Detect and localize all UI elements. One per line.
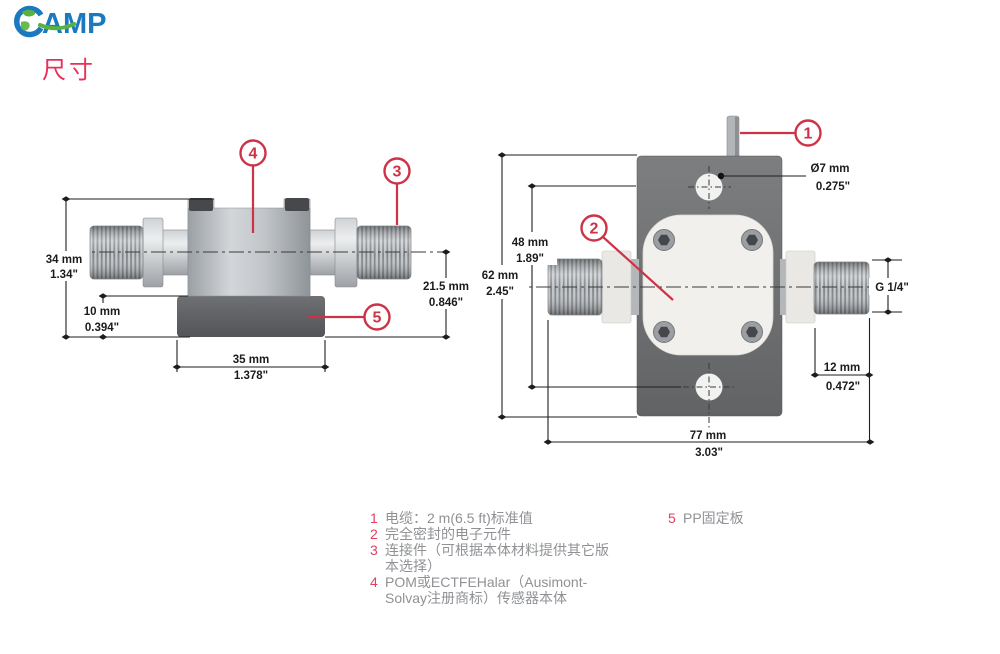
legend-item-number: 5 bbox=[668, 510, 676, 526]
legend-item-5: 5 PP固定板 bbox=[668, 510, 868, 526]
callout-3: 3 bbox=[383, 157, 411, 225]
dim-12mm: 12 mm 0.472" bbox=[810, 318, 874, 442]
sensor-body-front bbox=[642, 214, 774, 356]
legend-item-text: POM或ECTFEHalar（Ausimont-Solvay注册商标）传感器本体 bbox=[385, 574, 588, 606]
callout-number: 5 bbox=[373, 310, 382, 327]
dim-77mm: 77 mm 3.03" bbox=[543, 320, 875, 459]
dim-label-inch: 1.89" bbox=[516, 253, 544, 265]
dim-label-inch: 3.03" bbox=[695, 447, 723, 459]
logo-swoosh bbox=[38, 22, 76, 31]
callout-number: 3 bbox=[393, 164, 402, 181]
dim-label: 10 mm bbox=[84, 306, 120, 318]
legend-item-number: 4 bbox=[370, 574, 378, 590]
dim-label: 21.5 mm bbox=[423, 281, 469, 293]
fixing-plate-side bbox=[177, 296, 325, 337]
legend-item-text: 连接件（可根据本体材料提供其它版本选择） bbox=[385, 542, 609, 574]
dim-label: 77 mm bbox=[690, 430, 726, 442]
dim-label-inch: 1.378" bbox=[234, 370, 268, 382]
dim-g14-thread: G 1/4" bbox=[869, 257, 915, 315]
hex-screw bbox=[741, 229, 763, 251]
legend-item-text: PP固定板 bbox=[683, 510, 744, 526]
dim-label: 62 mm bbox=[482, 270, 518, 282]
dim-21-5mm: 21.5 mm 0.846" bbox=[325, 249, 476, 340]
hex-screw bbox=[741, 321, 763, 343]
dim-label-inch: 0.394" bbox=[85, 322, 119, 334]
globe-icon bbox=[14, 5, 44, 38]
callout-5: 5 bbox=[308, 303, 391, 331]
legend-item-number: 3 bbox=[370, 542, 378, 558]
callout-2: 2 bbox=[580, 214, 674, 301]
dim-label: 34 mm bbox=[46, 254, 82, 266]
callout-4: 4 bbox=[239, 139, 267, 233]
dim-label: Ø7 mm bbox=[811, 163, 850, 175]
legend-item-1: 1 电缆：2 m(6.5 ft)标准值 bbox=[370, 510, 610, 526]
dim-label-inch: 0.846" bbox=[429, 297, 463, 309]
callout-number: 4 bbox=[249, 146, 258, 163]
dim-label: 48 mm bbox=[512, 237, 548, 249]
hex-screw bbox=[653, 321, 675, 343]
dimension-diagrams: 34 mm 1.34" 10 mm 0.394" 21.5 mm 0.846" … bbox=[41, 115, 915, 459]
right-thread-fitting bbox=[356, 225, 412, 280]
mounting-hole-bottom bbox=[683, 363, 737, 433]
right-thread-fitting-front bbox=[813, 261, 870, 315]
dim-48mm: 48 mm 1.89" bbox=[505, 183, 681, 390]
legend-item-3: 3 连接件（可根据本体材料提供其它版本选择） bbox=[370, 542, 610, 574]
dim-label: 12 mm bbox=[824, 362, 860, 374]
legend-item-number: 2 bbox=[370, 526, 378, 542]
left-thread-fitting bbox=[89, 225, 144, 280]
brand-logo: AMP bbox=[14, 5, 106, 40]
dim-62mm: 62 mm 2.45" bbox=[476, 152, 637, 420]
dim-label-inch: 0.275" bbox=[816, 181, 850, 193]
dim-label: 35 mm bbox=[233, 354, 269, 366]
legend-item-text: 电缆：2 m(6.5 ft)标准值 bbox=[385, 510, 533, 526]
callout-number: 1 bbox=[804, 126, 813, 143]
side-view-diagram: 34 mm 1.34" 10 mm 0.394" 21.5 mm 0.846" … bbox=[41, 139, 476, 382]
legend-item-text: 完全密封的电子元件 bbox=[385, 526, 511, 542]
dim-label-inch: 2.45" bbox=[486, 286, 514, 298]
callout-1: 1 bbox=[740, 119, 822, 147]
dim-hole-diameter: Ø7 mm 0.275" bbox=[717, 163, 850, 193]
dim-35mm: 35 mm 1.378" bbox=[172, 340, 330, 382]
legend-item-2: 2 完全密封的电子元件 bbox=[370, 526, 610, 542]
right-cap bbox=[285, 198, 309, 211]
dim-label-inch: 1.34" bbox=[50, 269, 78, 281]
legend-item-4: 4 POM或ECTFEHalar（Ausimont-Solvay注册商标）传感器… bbox=[370, 574, 610, 606]
dim-34mm: 34 mm 1.34" bbox=[41, 196, 214, 340]
mounting-hole-top bbox=[688, 166, 731, 209]
legend-column-2: 5 PP固定板 bbox=[668, 510, 868, 526]
legend-column-1: 1 电缆：2 m(6.5 ft)标准值 2 完全密封的电子元件 3 连接件（可根… bbox=[370, 510, 610, 606]
page-title: 尺寸 bbox=[42, 57, 96, 84]
left-cap bbox=[189, 198, 213, 211]
callout-number: 2 bbox=[590, 221, 599, 238]
dim-10mm: 10 mm 0.394" bbox=[79, 293, 188, 340]
dim-label-inch: 0.472" bbox=[826, 381, 860, 393]
front-view-diagram: 62 mm 2.45" 48 mm 1.89" Ø7 mm 0.275" G 1… bbox=[476, 115, 915, 459]
legend-item-number: 1 bbox=[370, 510, 378, 526]
hex-screw bbox=[653, 229, 675, 251]
dim-label: G 1/4" bbox=[875, 282, 909, 294]
